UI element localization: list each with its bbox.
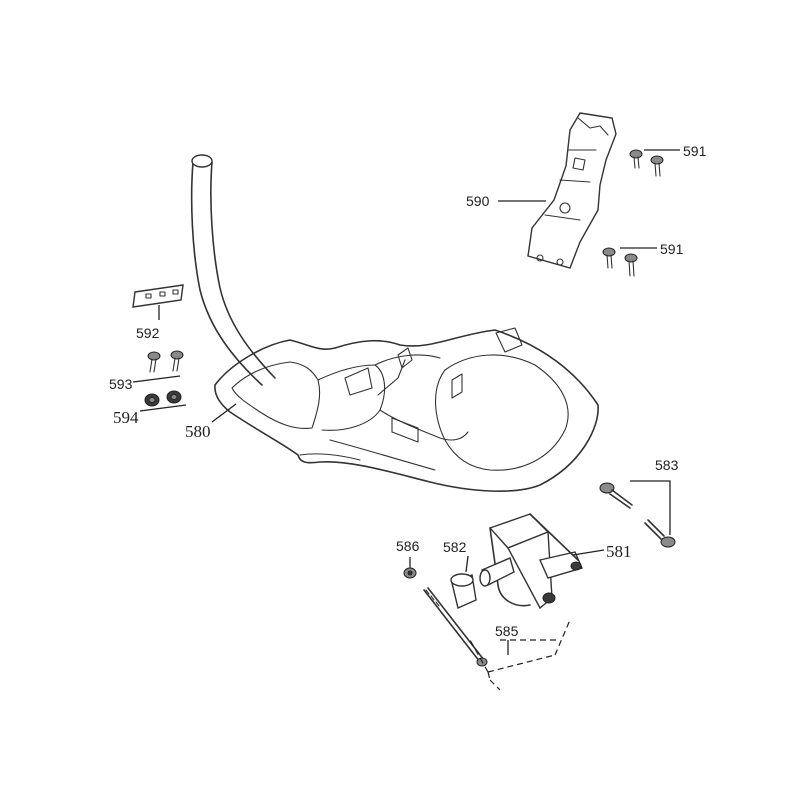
callout-590: 590 [466, 193, 490, 209]
bolt-591-upper-a [629, 149, 643, 169]
bracket-581 [488, 513, 583, 610]
rod-585 [423, 587, 488, 667]
callout-585: 585 [495, 623, 519, 639]
callout-593: 593 [109, 376, 133, 392]
frame-580 [190, 154, 599, 492]
bolt-583-upper [599, 482, 633, 509]
bolt-591-upper-b [650, 155, 664, 177]
plate-592 [132, 284, 184, 308]
callout-583: 583 [655, 457, 679, 473]
rubber-pad-582 [450, 557, 515, 609]
bracket-plate-590 [527, 112, 617, 269]
leader-lines [132, 149, 680, 655]
bolt-593-a [147, 351, 161, 373]
bolt-593-b [170, 350, 184, 372]
callout-582: 582 [443, 539, 467, 555]
callout-592: 592 [136, 325, 160, 341]
callout-594: 594 [113, 408, 139, 427]
nut-594-b [166, 390, 182, 404]
callout-580: 580 [185, 422, 211, 441]
callout-591-lower: 591 [660, 241, 684, 257]
assembly-line [469, 619, 571, 691]
bolt-591-lower-a [602, 247, 616, 269]
callout-581: 581 [606, 542, 632, 561]
bolt-586 [403, 567, 417, 579]
bolt-591-lower-b [624, 253, 638, 277]
bolt-583-lower [644, 519, 676, 548]
callout-591-upper: 591 [683, 143, 707, 159]
nut-594-a [144, 393, 160, 407]
callout-586: 586 [396, 538, 420, 554]
